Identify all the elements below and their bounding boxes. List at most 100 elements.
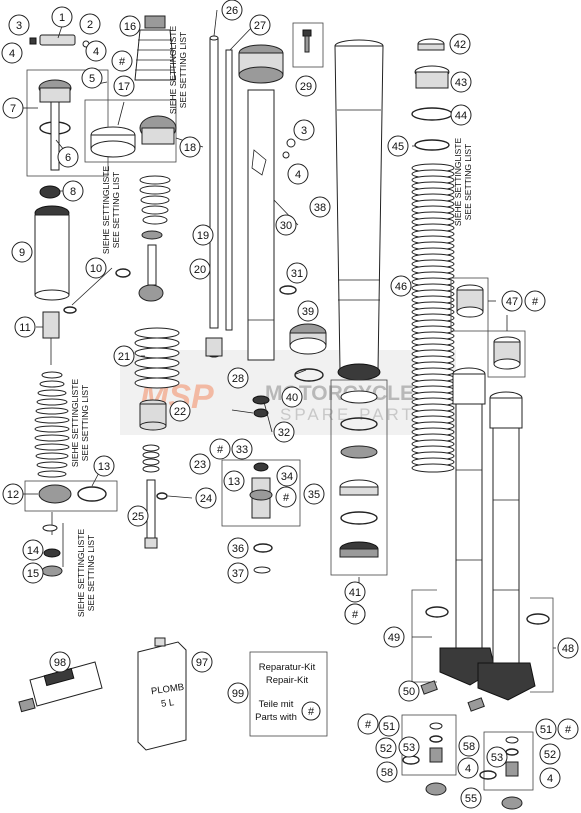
callout-c14: 14 — [22, 539, 44, 561]
callout-label: 32 — [278, 427, 290, 439]
callout-label: 10 — [90, 263, 102, 275]
second-column-group — [84, 15, 180, 549]
callout-label: 48 — [562, 643, 574, 655]
group-box-12 — [24, 480, 118, 512]
o-ring-31-part — [279, 285, 297, 295]
callout-label: 35 — [308, 489, 320, 501]
callout-c17: 17 — [113, 75, 135, 97]
callout-label: 24 — [200, 493, 212, 505]
screw-part — [29, 37, 37, 45]
callout-label: 9 — [19, 247, 25, 259]
rod-25-part — [146, 479, 156, 543]
setting-en-1: SEE SETTING LIST — [178, 32, 188, 109]
oil-can-97 — [137, 641, 187, 751]
callout-label: 47 — [506, 296, 518, 308]
watermark-subtitle: SPARE PARTS — [280, 405, 429, 424]
callout-c24: 24 — [195, 487, 217, 509]
callout-c43: 43 — [450, 71, 472, 93]
group-box-47b — [487, 330, 526, 378]
callout-label: 31 — [291, 268, 303, 280]
rod-27-part — [225, 49, 233, 331]
setting-en-2: SEE SETTING LIST — [111, 172, 121, 249]
piston-18-body — [141, 127, 175, 145]
rod-20-part — [147, 244, 157, 286]
callout-c1: 1 — [51, 6, 73, 28]
right-lower-leg — [492, 427, 520, 666]
callout-label: 45 — [392, 141, 404, 153]
callout-c40: 40 — [281, 386, 303, 408]
callout-c97: 97 — [191, 651, 213, 673]
callout-label: 17 — [118, 81, 130, 93]
callout-label: 22 — [174, 406, 186, 418]
outer-tube-38-part — [334, 45, 384, 371]
callout-label: 6 — [65, 152, 71, 164]
callout-c10: 10 — [85, 257, 107, 279]
callout-label: 4 — [93, 46, 99, 58]
callout-c44: 44 — [450, 104, 472, 126]
setting-de-5: SIEHE SETTINGLISTE — [453, 138, 463, 227]
repair-kit-box — [249, 651, 328, 737]
adapter-11-part — [42, 311, 60, 339]
callout-c51a: 51 — [378, 715, 400, 737]
callout-chash5: # — [524, 290, 546, 312]
callout-c19: 19 — [192, 224, 214, 246]
callout-c50: 50 — [398, 680, 420, 702]
ring-36-part — [253, 543, 273, 553]
washer-4-part — [282, 151, 290, 159]
spring-23-part — [142, 444, 160, 473]
valve-body-part — [39, 87, 71, 103]
tube-30-part — [247, 89, 275, 361]
nut-15-part — [41, 565, 63, 577]
callout-c46: 46 — [390, 275, 412, 297]
callout-label: 4 — [465, 763, 471, 775]
callout-label: 99 — [232, 688, 244, 700]
setting-de-3: SIEHE SETTINGLISTE — [70, 379, 80, 468]
callout-c4a: 4 — [1, 42, 23, 64]
shim-14-part — [42, 524, 58, 532]
callout-c33: 33 — [231, 438, 253, 460]
callout-label: 42 — [454, 39, 466, 51]
callout-c98: 98 — [49, 651, 71, 673]
o-ring-24-part — [156, 492, 168, 500]
group-box-35 — [221, 459, 301, 527]
plate-part — [39, 34, 76, 46]
callout-c4d: 4 — [457, 757, 479, 779]
group-box-7 — [26, 69, 109, 177]
group-bracket-48 — [530, 597, 554, 693]
callout-c35: 35 — [303, 483, 325, 505]
spring-21-part — [134, 327, 180, 389]
callout-c31: 31 — [286, 262, 308, 284]
callout-label: # — [119, 56, 126, 68]
callout-label: 16 — [124, 21, 136, 33]
callout-c5: 5 — [81, 67, 103, 89]
washer-44-part — [411, 107, 453, 121]
washer-37-part — [253, 566, 271, 574]
repair-kit-line4: Parts with — [255, 712, 297, 723]
callout-label: 52 — [544, 749, 556, 761]
callout-label: 97 — [196, 657, 208, 669]
callout-label: 26 — [226, 5, 238, 17]
callout-c30: 30 — [275, 214, 297, 236]
callout-label: 39 — [302, 306, 314, 318]
callout-c39: 39 — [297, 300, 319, 322]
callout-c32: 32 — [273, 421, 295, 443]
setting-en-3: SEE SETTING LIST — [80, 385, 90, 462]
callout-label: 51 — [383, 721, 395, 733]
callout-label: 98 — [54, 657, 66, 669]
callout-label: 58 — [381, 767, 393, 779]
callout-label: # — [217, 444, 224, 456]
callout-c48: 48 — [557, 637, 579, 659]
nut-55a-part — [425, 782, 447, 796]
callout-c41: 41 — [344, 581, 366, 603]
cylinder-9-part — [34, 214, 70, 296]
callout-label: 40 — [286, 392, 298, 404]
left-cartridge-group — [24, 34, 131, 577]
piston-rod-part — [50, 101, 60, 171]
callout-chash3: # — [275, 486, 297, 508]
callout-label: 2 — [87, 19, 93, 31]
callout-label: 55 — [465, 793, 477, 805]
callout-label: 50 — [403, 686, 415, 698]
callout-label: 52 — [380, 743, 392, 755]
shim-14b-part — [43, 548, 61, 558]
callout-label: # — [532, 296, 539, 308]
